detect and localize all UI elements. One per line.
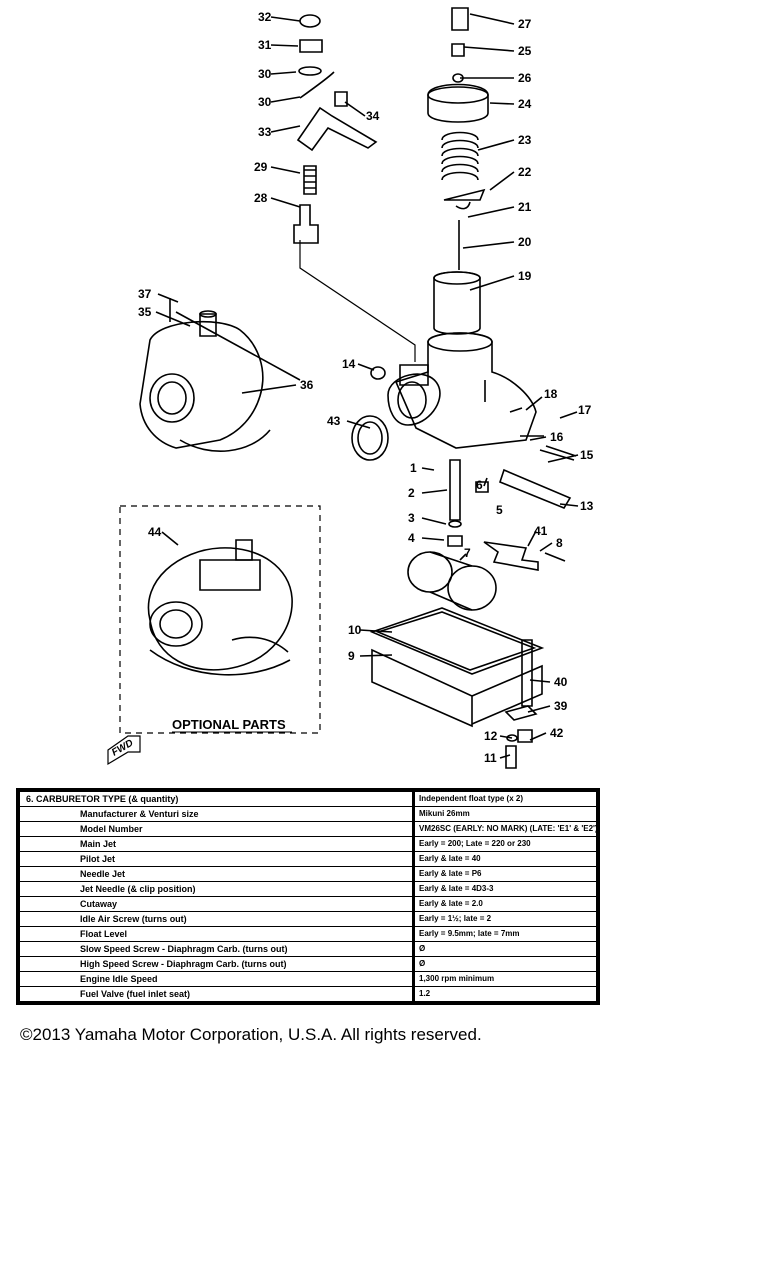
part-callout: 32 bbox=[258, 10, 272, 24]
spec-param: Manufacturer & Venturi size bbox=[19, 806, 414, 822]
part-callout: 7 bbox=[464, 546, 471, 560]
copyright-notice: ©2013 Yamaha Motor Corporation, U.S.A. A… bbox=[20, 1025, 482, 1044]
part-callout: 39 bbox=[554, 699, 568, 713]
spec-param: Model Number bbox=[19, 821, 414, 837]
part-callout: 41 bbox=[534, 524, 548, 538]
part-callout: 21 bbox=[518, 200, 532, 214]
spec-row: Slow Speed Screw - Diaphragm Carb. (turn… bbox=[19, 941, 597, 957]
part-callout: 30 bbox=[258, 67, 272, 81]
part-callout: 12 bbox=[484, 729, 498, 743]
spec-value: VM26SC (EARLY: NO MARK) (LATE: 'E1' & 'E… bbox=[412, 821, 597, 837]
part-callout: 6 bbox=[476, 478, 483, 492]
optional-parts-label: OPTIONAL PARTS bbox=[172, 717, 286, 732]
part-callout: 11 bbox=[484, 751, 497, 765]
spec-header-value: Independent float type (x 2) bbox=[412, 791, 597, 807]
spec-value: Early & late = 2.0 bbox=[412, 896, 597, 912]
part-callout: 13 bbox=[580, 499, 594, 513]
part-callout: 26 bbox=[518, 71, 532, 85]
part-callout: 43 bbox=[327, 414, 341, 428]
spec-value: Ø bbox=[412, 941, 597, 957]
part-callout: 37 bbox=[138, 287, 152, 301]
part-callout: 44 bbox=[148, 525, 162, 539]
spec-value: Early & late = 40 bbox=[412, 851, 597, 867]
spec-param: Fuel Valve (fuel inlet seat) bbox=[19, 986, 414, 1002]
part-callout: 17 bbox=[578, 403, 592, 417]
part-callout: 22 bbox=[518, 165, 532, 179]
part-callout: 23 bbox=[518, 133, 532, 147]
part-callout: 16 bbox=[550, 430, 564, 444]
spec-param: Float Level bbox=[19, 926, 414, 942]
spec-row: Fuel Valve (fuel inlet seat)1.2 bbox=[19, 986, 597, 1002]
part-callout: 14 bbox=[342, 357, 356, 371]
part-callout: 10 bbox=[348, 623, 362, 637]
spec-param: Main Jet bbox=[19, 836, 414, 852]
part-callout: 28 bbox=[254, 191, 268, 205]
part-callout: 35 bbox=[138, 305, 152, 319]
spec-value: Ø bbox=[412, 956, 597, 972]
spec-param: Slow Speed Screw - Diaphragm Carb. (turn… bbox=[19, 941, 414, 957]
spec-param: Pilot Jet bbox=[19, 851, 414, 867]
part-callout: 30 bbox=[258, 95, 272, 109]
spec-value: Mikuni 26mm bbox=[412, 806, 597, 822]
part-callout: 4 bbox=[408, 531, 415, 545]
part-callout: 33 bbox=[258, 125, 272, 139]
part-callout: 20 bbox=[518, 235, 532, 249]
part-callout: 29 bbox=[254, 160, 268, 174]
spec-param: Engine Idle Speed bbox=[19, 971, 414, 987]
part-callout: 31 bbox=[258, 38, 272, 52]
spec-value: 1.2 bbox=[412, 986, 597, 1002]
part-callout: 1 bbox=[410, 461, 417, 475]
part-callout: 27 bbox=[518, 17, 532, 31]
spec-param: High Speed Screw - Diaphragm Carb. (turn… bbox=[19, 956, 414, 972]
spec-value: 1,300 rpm minimum bbox=[412, 971, 597, 987]
part-callout: 19 bbox=[518, 269, 532, 283]
spec-value: Early = 1½; late = 2 bbox=[412, 911, 597, 927]
part-callout: 2 bbox=[408, 486, 415, 500]
part-callout: 24 bbox=[518, 97, 532, 111]
spec-header-param: 6. CARBURETOR TYPE (& quantity) bbox=[19, 791, 414, 807]
part-callout: 42 bbox=[550, 726, 564, 740]
spec-param: Cutaway bbox=[19, 896, 414, 912]
part-callout: 18 bbox=[544, 387, 558, 401]
part-callout: 25 bbox=[518, 44, 532, 58]
part-callout: 9 bbox=[348, 649, 355, 663]
part-callout: 34 bbox=[366, 109, 380, 123]
spec-row: Jet Needle (& clip position)Early & late… bbox=[19, 881, 597, 897]
spec-value: Early & late = 4D3-3 bbox=[412, 881, 597, 897]
part-callout: 3 bbox=[408, 511, 415, 525]
part-callout: 5 bbox=[496, 503, 503, 517]
part-callout: 8 bbox=[556, 536, 563, 550]
carburetor-spec-table: 6. CARBURETOR TYPE (& quantity) Independ… bbox=[16, 788, 600, 1005]
part-callout: 15 bbox=[580, 448, 594, 462]
carburetor-exploded-diagram: 3231303033342928272526242322212019373536… bbox=[107, 7, 594, 769]
spec-value: Early = 200; Late = 220 or 230 bbox=[412, 836, 597, 852]
spec-param: Idle Air Screw (turns out) bbox=[19, 911, 414, 927]
spec-header-row: 6. CARBURETOR TYPE (& quantity) Independ… bbox=[19, 791, 597, 807]
part-callout: 36 bbox=[300, 378, 314, 392]
spec-param: Jet Needle (& clip position) bbox=[19, 881, 414, 897]
spec-value: Early = 9.5mm; late = 7mm bbox=[412, 926, 597, 942]
part-callout: 40 bbox=[554, 675, 568, 689]
spec-value: Early & late = P6 bbox=[412, 866, 597, 882]
spec-row: High Speed Screw - Diaphragm Carb. (turn… bbox=[19, 956, 597, 972]
spec-row: Idle Air Screw (turns out)Early = 1½; la… bbox=[19, 911, 597, 927]
spec-param: Needle Jet bbox=[19, 866, 414, 882]
